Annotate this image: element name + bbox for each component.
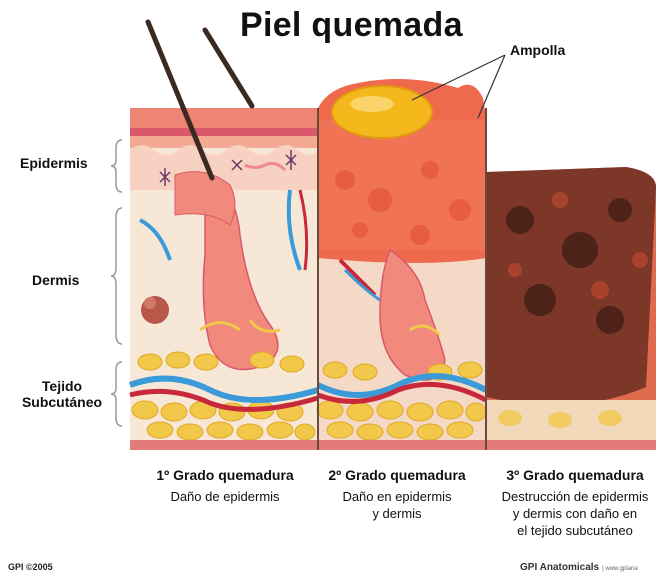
brand-footer: GPI Anatomicals| www.gpiana bbox=[520, 562, 638, 573]
third-degree-title: 3º Grado quemadura bbox=[486, 467, 664, 483]
brand-name: GPI Anatomicals bbox=[520, 562, 599, 573]
third-degree-description: Destrucción de epidermis y dermis con da… bbox=[486, 488, 664, 539]
second-degree-description: Daño en epidermis y dermis bbox=[312, 488, 482, 522]
first-degree-description: Daño de epidermis bbox=[140, 488, 310, 505]
first-degree-title: 1º Grado quemadura bbox=[140, 467, 310, 483]
first-degree-block bbox=[130, 22, 318, 450]
blister bbox=[332, 86, 432, 138]
charred-tissue bbox=[486, 167, 656, 405]
third-degree-desc-line1: Destrucción de epidermis bbox=[486, 488, 664, 505]
subcutaneous-label-line2: Subcutáneo bbox=[14, 394, 110, 410]
first-degree-desc-line1: Daño de epidermis bbox=[140, 488, 310, 505]
copyright-text: GPI ©2005 bbox=[8, 562, 53, 572]
blister-label: Ampolla bbox=[510, 42, 565, 58]
subcutaneous-label-line1: Tejido bbox=[14, 378, 110, 394]
second-degree-block bbox=[317, 79, 486, 450]
epidermis-label: Epidermis bbox=[20, 155, 88, 171]
page-title: Piel quemada bbox=[240, 6, 463, 45]
second-degree-title: 2º Grado quemadura bbox=[312, 467, 482, 483]
second-degree-desc-line2: y dermis bbox=[312, 505, 482, 522]
dermis-label: Dermis bbox=[32, 272, 79, 288]
second-degree-desc-line1: Daño en epidermis bbox=[312, 488, 482, 505]
subcutaneous-label: Tejido Subcutáneo bbox=[14, 378, 110, 410]
third-degree-desc-line2: y dermis con daño en bbox=[486, 505, 664, 522]
third-degree-desc-line3: el tejido subcutáneo bbox=[486, 522, 664, 539]
brand-url: | www.gpiana bbox=[602, 566, 638, 572]
layer-braces bbox=[111, 140, 122, 426]
third-degree-block bbox=[486, 108, 656, 450]
